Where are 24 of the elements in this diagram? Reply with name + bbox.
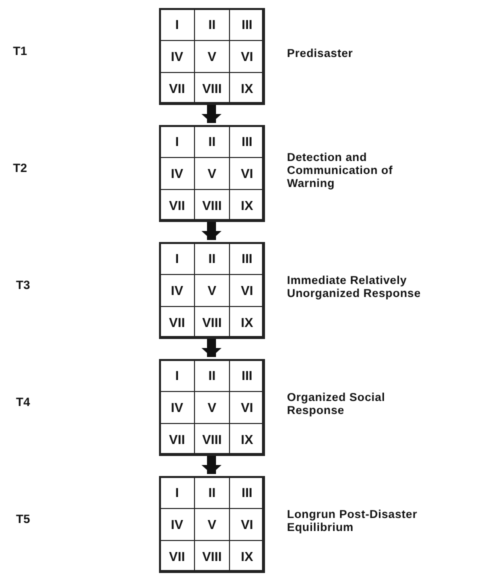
- arrow: [202, 455, 222, 474]
- arrow: [202, 104, 222, 123]
- grid-cell: IX: [229, 540, 265, 573]
- stage-label: Detection and Communication of Warning: [287, 152, 394, 190]
- grid-cell: IX: [229, 72, 265, 105]
- grid-box: [159, 242, 264, 338]
- grid-box: [159, 8, 264, 104]
- time-label: T4: [16, 395, 30, 409]
- arrow: [202, 338, 222, 357]
- time-label: T1: [13, 44, 28, 58]
- grid-cell: IX: [229, 306, 265, 339]
- grid-box: [159, 125, 264, 221]
- stage-label: Predisaster: [287, 48, 354, 60]
- time-label: T3: [16, 278, 30, 292]
- grid-cell: IX: [229, 189, 265, 222]
- grid-box: [159, 359, 264, 455]
- time-label: T5: [16, 512, 30, 526]
- stage-label: Longrun Post-Disaster Equilibrium: [287, 509, 418, 535]
- arrow: [202, 221, 222, 240]
- time-label: T2: [13, 161, 28, 175]
- stage-label: Organized Social Response: [287, 392, 386, 418]
- grid-box: [159, 476, 264, 572]
- grid-cell: IX: [229, 423, 265, 456]
- stage-label: Immediate Relatively Unorganized Response: [287, 275, 422, 301]
